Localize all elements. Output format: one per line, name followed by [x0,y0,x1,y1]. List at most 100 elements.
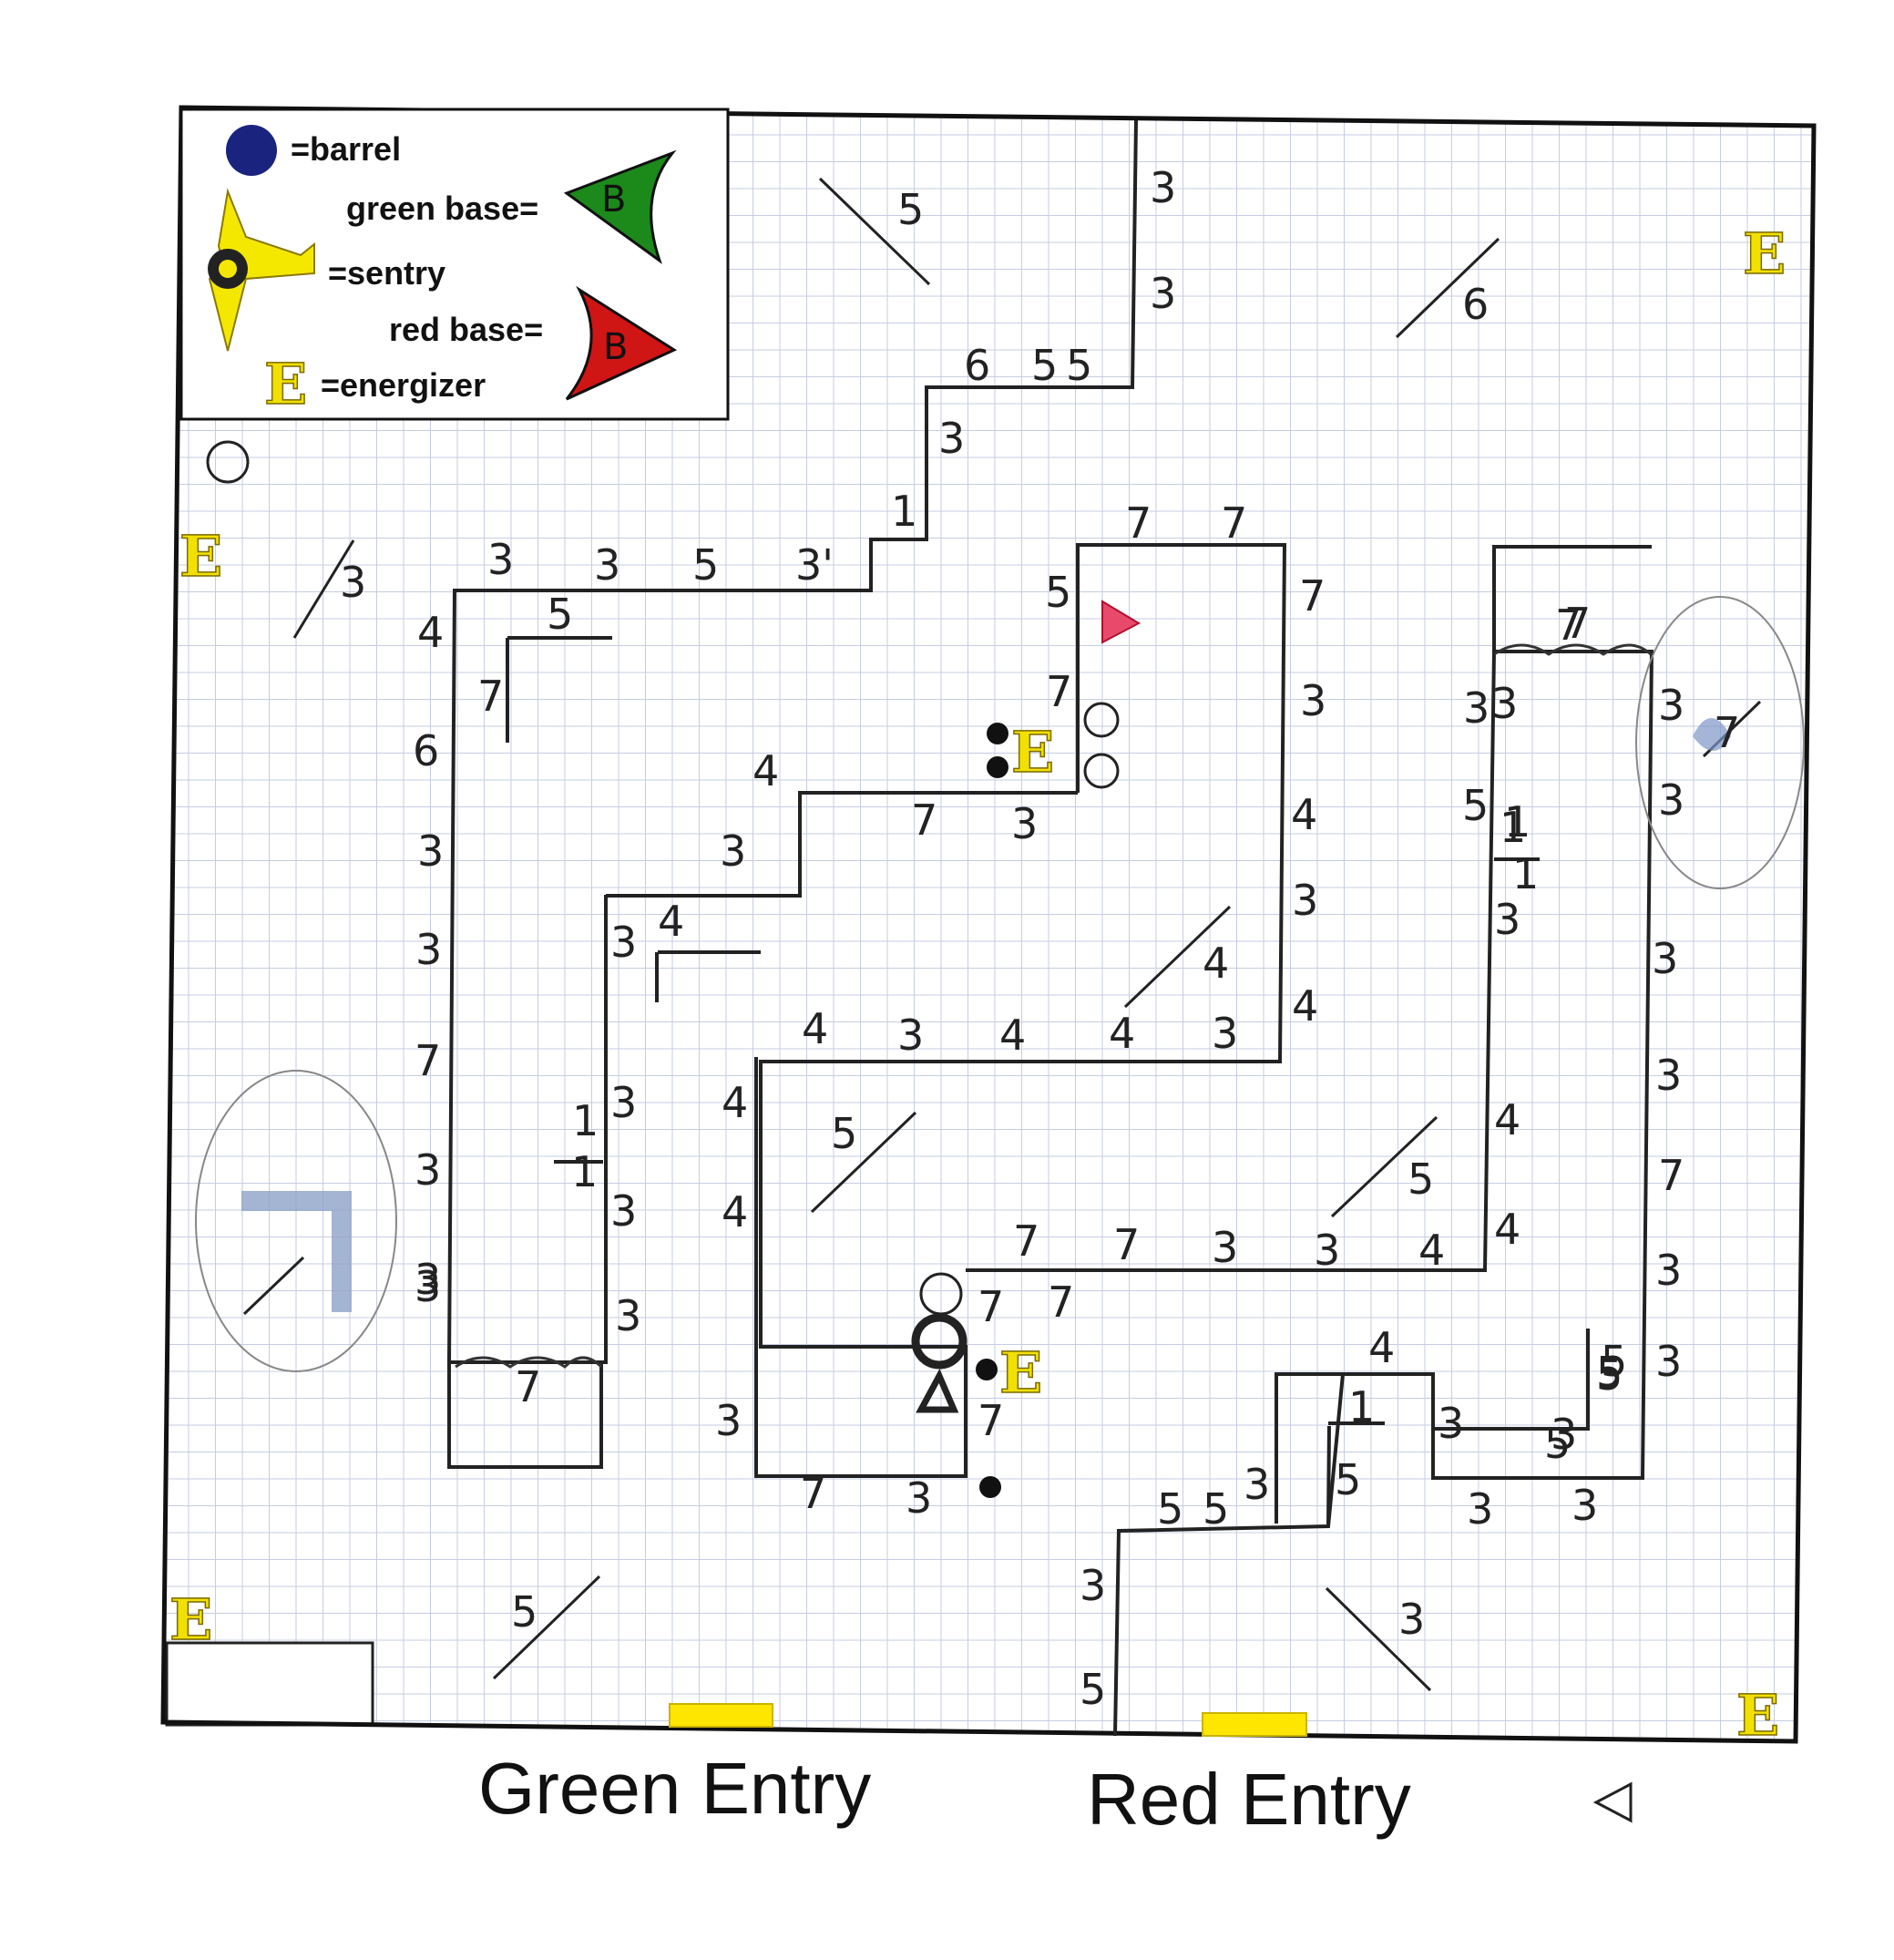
height-label: 3 [938,414,965,463]
height-label: 3 [720,826,746,876]
height-label: 5 [1544,1419,1571,1468]
height-label: 5 [1203,1484,1229,1534]
green-entry-marker [669,1703,773,1728]
height-label: 3 [610,918,637,967]
height-label: 4 [999,1011,1026,1060]
height-label: 3 [1655,1246,1682,1295]
height-label: 1 [1504,797,1531,847]
red-base-icon: B [565,285,678,401]
annotations [195,596,1805,1372]
height-label: 4 [1368,1323,1395,1372]
height-label: 3 [340,558,366,607]
height-label: 4 [722,1078,748,1127]
height-label: 1 [891,487,917,536]
height-label: 4 [658,897,684,946]
red-entry-label: Red Entry [1087,1759,1411,1840]
height-label: 5 [1408,1154,1434,1204]
green-base-icon: B [563,149,677,264]
height-label: 4 [1494,1095,1520,1144]
energizer-icon: E [179,523,222,590]
height-label: 7 [978,1396,1004,1445]
height-label: 3 [415,925,442,974]
barrel [987,756,1008,778]
ramps [242,177,1762,1692]
height-label: 5 [1601,1337,1627,1386]
height-label: 4 [1292,981,1318,1031]
height-label: 7 [978,1282,1004,1331]
legend-green-base-label: green base= [346,190,538,227]
height-label: 3 [415,1255,441,1304]
height-label: 6 [413,726,439,775]
energizer-icon: E [999,1339,1042,1406]
height-label: 3 [1572,1481,1598,1530]
legend: =barrel green base= B =sentry red base= … [179,108,730,421]
height-label: 3 [487,535,514,584]
energizer-icon: E [1011,719,1054,785]
sentry-icon [208,188,315,352]
height-label: 7 [1555,600,1582,650]
height-label: 1 [1348,1382,1375,1432]
height-label: 3' [795,540,834,590]
height-label: 3 [1658,681,1684,730]
height-label: 7 [1125,498,1152,548]
height-label: 7 [1658,1151,1684,1200]
height-label: 6 [964,341,990,390]
height-label: 5 [831,1109,857,1158]
red-entry-marker [1202,1712,1307,1737]
energizers: E E E E E E [169,220,1787,1750]
height-label: 4 [1109,1009,1135,1058]
height-label: 1 [572,1096,599,1145]
height-label: 3 [1212,1009,1238,1058]
height-label: 5 [1335,1455,1361,1504]
height-label: 3 [897,1011,924,1060]
height-label: 3 [1300,676,1326,725]
height-label: 3 [1491,679,1518,728]
height-label: 3 [610,1186,637,1236]
red-base-marker [1101,600,1142,644]
barrel [979,1476,1001,1498]
height-label: 3 [1658,775,1684,825]
height-label: 3 [1314,1226,1340,1275]
height-label: 3 [1244,1460,1270,1509]
height-label: 1 [1500,803,1526,852]
height-label: 7 [477,672,504,721]
back-arrow-icon [1592,1781,1633,1823]
blank-patch [165,1641,374,1727]
barrel-icon [226,125,277,176]
height-label: 4 [1494,1205,1520,1254]
energizer-icon: E [1736,1682,1779,1749]
barrel [976,1359,998,1380]
legend-sentry-label: =sentry [328,254,445,292]
green-base-letter: B [601,179,626,221]
height-label: 5 [1157,1484,1183,1534]
height-label: 3 [1655,1051,1682,1100]
height-label: 7 [415,1036,441,1085]
energizer-icon: E [169,1586,212,1653]
height-label: 4 [417,608,444,657]
green-entry-label: Green Entry [478,1748,871,1829]
height-label: 3 [1150,163,1176,212]
height-label: 3 [1398,1595,1425,1644]
height-label: 4 [802,1004,828,1053]
legend-red-base-label: red base= [389,311,543,348]
height-label: 3 [906,1473,932,1523]
height-labels: 5 3 3 6 6 5 5 3 1 7 7 3 3 5 3' 3 5 5 7 7… [340,163,1740,1714]
height-label: 3 [1011,799,1038,848]
legend-energizer-icon: E [264,351,307,417]
walls [446,119,1654,1737]
height-label: 5 [511,1587,537,1637]
height-label: 7 [911,795,937,845]
height-label: 5 [1031,341,1058,390]
height-label: 3 [1292,876,1318,925]
height-label: 7 [1048,1278,1074,1327]
height-label: 4 [1203,939,1229,988]
height-label: 3 [610,1078,637,1127]
height-label: 5 [1462,781,1489,830]
height-label: 5 [1045,568,1071,617]
height-label: 4 [722,1187,748,1237]
height-label: 7 [1221,498,1247,548]
legend-barrel-label: =barrel [291,130,401,168]
height-label: 3 [615,1291,641,1340]
height-label: 5 [692,540,719,590]
